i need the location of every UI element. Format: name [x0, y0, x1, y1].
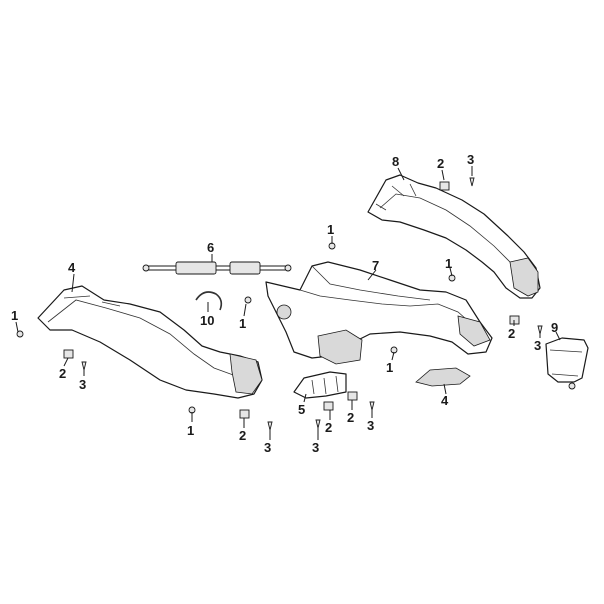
callout-3: 3: [534, 338, 541, 353]
part-7-center-frame-cover: [265, 261, 493, 365]
callout-3: 3: [467, 152, 474, 167]
callout-1: 1: [239, 316, 246, 331]
callout-4: 4: [441, 393, 449, 408]
part-8-right-side-cover: [367, 174, 541, 299]
callout-2: 2: [239, 428, 246, 443]
callout-9: 9: [551, 320, 558, 335]
callouts: 8 2 3 6 1 4 7 1 1 10 1 2 9 3 2 3 1 5 4 2…: [11, 152, 558, 455]
callout-2: 2: [508, 326, 515, 341]
callout-2: 2: [437, 156, 444, 171]
callout-6: 6: [207, 240, 214, 255]
leader-lines: [15, 166, 561, 440]
callout-1: 1: [187, 423, 194, 438]
callout-1: 1: [445, 256, 452, 271]
callout-5: 5: [298, 402, 305, 417]
callout-10: 10: [200, 313, 214, 328]
part-4-small-panel: [415, 367, 471, 387]
callout-1: 1: [11, 308, 18, 323]
callout-3: 3: [79, 377, 86, 392]
callout-2: 2: [325, 420, 332, 435]
part-5-bracket: [293, 371, 347, 399]
callout-2: 2: [59, 366, 66, 381]
callout-8: 8: [392, 154, 399, 169]
callout-7: 7: [372, 258, 379, 273]
part-9-storage-box: [545, 337, 589, 390]
callout-1: 1: [327, 222, 334, 237]
callout-3: 3: [312, 440, 319, 455]
part-6-cable: [142, 261, 292, 275]
part-4-left-side-cover: [37, 285, 263, 399]
callout-4: 4: [68, 260, 76, 275]
callout-1: 1: [386, 360, 393, 375]
callout-3: 3: [367, 418, 374, 433]
callout-2: 2: [347, 410, 354, 425]
part-10-hook: [195, 291, 223, 311]
callout-3: 3: [264, 440, 271, 455]
